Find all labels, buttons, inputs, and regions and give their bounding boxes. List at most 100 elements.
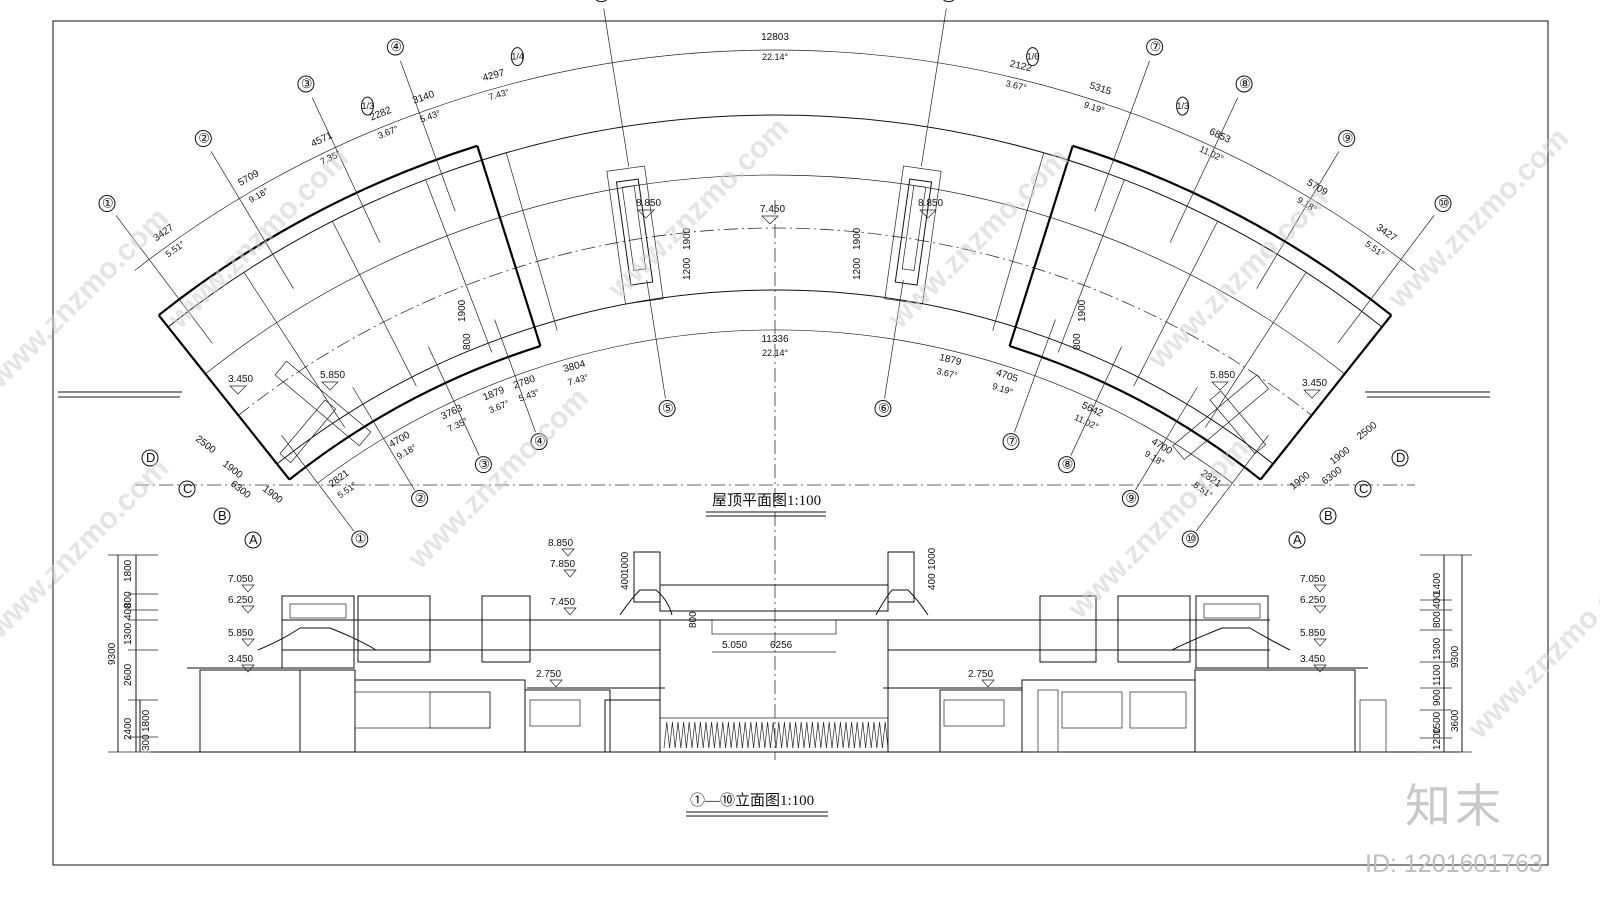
- fence-spike-37: [870, 721, 878, 749]
- sub-axis-label-0: 1/3: [361, 101, 374, 111]
- fence-spike-1: [669, 721, 676, 749]
- watermark-layer: www.znzmo.comwww.znzmo.comwww.znzmo.comw…: [0, 112, 1600, 746]
- left-wing-outline-inner: [288, 345, 541, 481]
- axis-label-inner-6: ⑥: [878, 400, 890, 415]
- elev-right-dim-800: 800: [1432, 611, 1443, 628]
- inner-wall-arc: [276, 289, 1274, 465]
- row-bubble-left-3: [244, 531, 262, 549]
- gate-tower-outer-0: [606, 165, 664, 305]
- fence-spike-0: [663, 721, 670, 749]
- plan-level-mark-3: [1303, 389, 1321, 399]
- gate-tower-core-1: [901, 185, 927, 271]
- elev-left-dim-400: 400: [123, 603, 134, 620]
- fence-spike-17: [758, 721, 766, 749]
- fence-spike-36: [865, 721, 872, 749]
- fence-spike-19: [770, 721, 777, 749]
- fence-spike-31: [837, 721, 844, 749]
- fence-spike-23: [792, 721, 799, 749]
- sub-axis-bubble-1: [510, 47, 524, 67]
- elev-level-left-1: 6.250: [228, 595, 253, 606]
- roof-plan: 34275.51°57099.18°45717.35°22823.67°3140…: [58, 0, 1490, 760]
- row-label-left-0: D: [146, 450, 155, 465]
- fence-spike-21: [781, 721, 788, 749]
- radial-dim-left-1: 1900: [220, 459, 245, 482]
- fence-spike-30: [831, 721, 838, 749]
- elev-center-dim-3: 1000: [927, 547, 938, 570]
- axis-bubble-5: [595, 0, 608, 3]
- partition-line-3: [505, 152, 558, 331]
- sub-axis-bubble-0: [360, 96, 374, 116]
- sub-axis-label-3: 1/3: [1177, 101, 1190, 111]
- elevation-title: ①—⑩立面图1:100: [690, 792, 814, 809]
- fence-spike-39: [882, 721, 889, 749]
- fence-spike-32: [842, 721, 850, 749]
- elev-level-center-1: 7.850: [550, 559, 575, 570]
- wing-inner-rect-1: [1172, 374, 1270, 460]
- row-bubble-right-2: [1319, 507, 1337, 525]
- plan-small-dim-0: 1900: [457, 299, 468, 322]
- axis-leader-10: [1337, 215, 1435, 344]
- elev-left-dim-1800: 1800: [123, 559, 134, 582]
- row-label-left-3: A: [249, 532, 258, 547]
- axis-bubble-10: [1434, 195, 1452, 213]
- watermark-text-0: www.znzmo.com: [0, 202, 175, 396]
- axis-leader-1: [115, 215, 213, 344]
- elev-right-dim-1400: 1400: [1432, 572, 1443, 595]
- partition-line-4: [992, 152, 1045, 331]
- axis-bubble-1: [98, 195, 116, 213]
- left-dimension-chain: [108, 554, 158, 753]
- dim-arc-inner: [317, 329, 1233, 484]
- elev-level-left-3: 3.450: [228, 654, 253, 665]
- axis-bubble-inner-4: [530, 433, 548, 451]
- fence-spike-18: [764, 721, 771, 749]
- axis-bubble-inner-5: [658, 399, 676, 417]
- inner-ang-7: 3.67°: [936, 366, 959, 381]
- fence-spike-3: [680, 721, 687, 749]
- axis-label-inner-10: ⑩: [1185, 531, 1197, 546]
- plan-small-dim-6: 1900: [1077, 299, 1088, 322]
- partition-line-6: [1133, 221, 1218, 387]
- axis-label-inner-7: ⑦: [1006, 434, 1018, 449]
- row-bubble-left-2: [213, 507, 231, 525]
- axis-leader-inner-8: [1070, 346, 1122, 456]
- outer-dim-4: 3140: [411, 89, 436, 107]
- plan-small-dim-1: 800: [462, 333, 473, 350]
- fence-spike-13: [736, 721, 743, 749]
- elev-center-dim-2: 800: [688, 611, 699, 628]
- axis-bubble-4: [386, 38, 404, 56]
- watermark-text-5: www.znzmo.com: [1141, 182, 1335, 376]
- plan-title: 屋顶平面图1:100: [712, 492, 821, 509]
- gate-tower-inner-0: [615, 178, 654, 286]
- asset-id: ID: 1201601763: [1365, 850, 1543, 878]
- axis-leader-5: [603, 8, 630, 167]
- elev-level-right-mark-1: [1313, 605, 1327, 614]
- elev-left-dim-2400: 2400: [123, 717, 134, 740]
- axis-leader-9: [1256, 151, 1340, 289]
- fence-spike-29: [826, 721, 833, 749]
- sub-axis-label-2: 1/6: [1027, 52, 1040, 62]
- elev-level-center-mark-1: [563, 569, 577, 578]
- outer-ang-3: 3.67°: [376, 123, 400, 140]
- fence-spike-22: [786, 721, 794, 749]
- axis-leader-6: [920, 8, 947, 167]
- elev-level-right-2: 5.850: [1300, 628, 1325, 639]
- fence-spike-27: [814, 721, 822, 749]
- axis-leader-inner-2: [352, 386, 415, 491]
- axis-bubble-9: [1338, 130, 1356, 148]
- axis-leader-inner-3: [428, 346, 480, 456]
- elev-center-dim-4: 400: [927, 573, 938, 590]
- gate-tower-inner-1: [894, 178, 933, 286]
- fence-spike-9: [714, 721, 721, 749]
- watermark-text-1: www.znzmo.com: [161, 142, 355, 336]
- elev-level-center-2: 7.450: [550, 597, 575, 608]
- outer-ang-1: 9.18°: [247, 186, 271, 205]
- gate-fence: [663, 721, 889, 749]
- inner-ang-6: 22.14°: [762, 348, 789, 358]
- axis-bubble-inner-1: [351, 530, 369, 548]
- elev-level-left-2: 5.850: [228, 628, 253, 639]
- elev-level-right-1: 6.250: [1300, 595, 1325, 606]
- gate-tower-outer-1: [884, 165, 942, 305]
- plan-small-dim-3: 1200: [682, 257, 693, 280]
- axis-leader-inner-6: [884, 280, 904, 399]
- elev-level-right-mark-0: [1313, 584, 1327, 593]
